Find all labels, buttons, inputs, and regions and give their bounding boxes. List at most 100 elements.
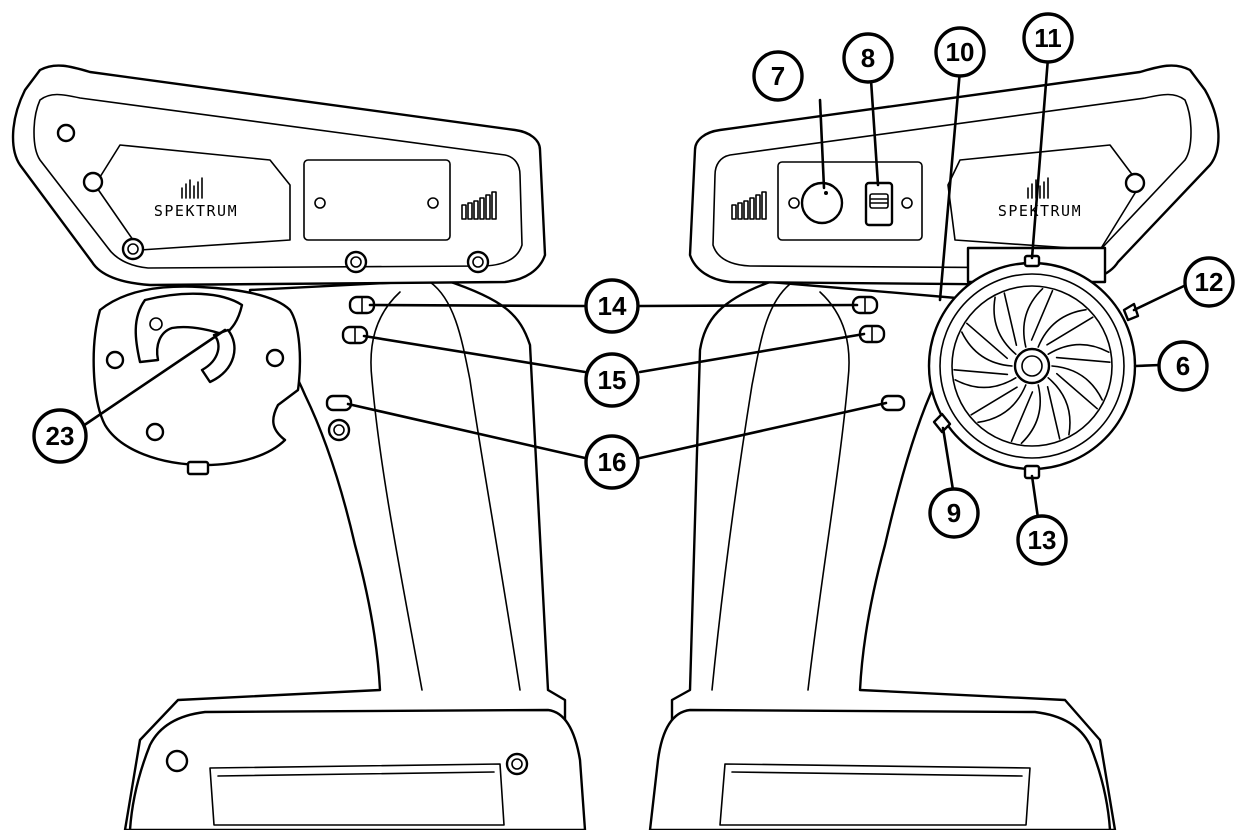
left-grip-contour-inner [370, 291, 423, 691]
aux-knob[interactable] [800, 181, 844, 225]
leader-16-right [638, 401, 888, 460]
callout-8: 8 [842, 32, 894, 84]
left-head-screw-1 [56, 123, 76, 143]
callout-15: 15 [584, 352, 640, 408]
left-head [11, 64, 547, 287]
steering-wheel-spoke [954, 377, 1017, 389]
left-round-button[interactable] [327, 418, 351, 442]
leader-14-right [638, 303, 859, 308]
steering-wheel-spoke-edge [966, 322, 1008, 360]
trigger-pivot-screw [149, 317, 163, 331]
leader-12 [1132, 283, 1188, 312]
steering-wheel-spoke [993, 296, 1017, 355]
right-signal-bars [731, 191, 767, 220]
callout-9: 9 [928, 487, 980, 539]
callout-10-label: 10 [946, 37, 975, 67]
steering-wheel-hub-inner [1021, 355, 1043, 377]
callout-15-label: 15 [598, 365, 627, 395]
left-grip-contour [429, 281, 521, 691]
steering-wheel-spoke-edge [1046, 386, 1061, 440]
steering-wheel-spoke [1047, 377, 1071, 436]
callout-11: 11 [1022, 12, 1074, 64]
callout-11-label: 11 [1034, 23, 1062, 53]
callout-10: 10 [934, 26, 986, 78]
left-base [128, 708, 587, 830]
steering-wheel-spoke [1020, 384, 1042, 445]
callout-13-label: 13 [1028, 525, 1057, 555]
right-grip-contour [711, 283, 791, 691]
leader-13 [1030, 474, 1040, 520]
callout-6: 6 [1157, 340, 1209, 392]
left-base-screw-2 [505, 752, 529, 776]
left-base-screw [165, 749, 189, 773]
left-cover-plate [303, 159, 451, 241]
leader-15-left [362, 334, 587, 374]
leader-15-right [638, 332, 866, 374]
leader-11 [1030, 56, 1050, 260]
right-grip-contour-inner [807, 291, 850, 691]
right-head-screw [1124, 172, 1146, 194]
steering-wheel-spoke-edge [1003, 292, 1018, 346]
left-head-rim [33, 93, 523, 269]
trigger-screw-a [105, 350, 125, 370]
left-head-screw-5-inner [472, 256, 484, 268]
left-head-screw-3 [121, 237, 145, 261]
right-transmitter-view: SPEKTRUM [648, 64, 1220, 830]
callout-14: 14 [584, 278, 640, 334]
steering-wheel-spoke [961, 331, 1013, 367]
leader-23 [78, 328, 227, 430]
left-head-screw-5 [466, 250, 490, 274]
left-button-16[interactable] [325, 394, 353, 412]
steering-wheel-hub-ring [951, 285, 1113, 447]
left-head-screw-4-inner [350, 256, 362, 268]
right-base-panel-inner [731, 771, 1023, 777]
leader-8 [869, 78, 880, 187]
knob-plate-screw-b [901, 197, 913, 209]
right-wheel-tab[interactable] [1122, 302, 1140, 322]
leader-lines [78, 56, 1188, 520]
left-head-screw-4 [344, 250, 368, 274]
left-base-panel-inner [217, 771, 495, 777]
leader-10 [938, 68, 962, 302]
right-control-plate [777, 161, 923, 241]
aux-switch-lever [869, 193, 889, 209]
steering-wheel-spoke-edge [1055, 356, 1111, 363]
callout-6-label: 6 [1176, 351, 1190, 381]
steering-wheel-spoke [977, 384, 1027, 424]
left-head-screw-2 [82, 171, 104, 193]
left-plate-screw-b [427, 197, 439, 209]
steering-wheel-spoke-edge [1010, 391, 1034, 443]
left-base-panel [209, 763, 505, 826]
right-brand-logo: SPEKTRUM [998, 202, 1082, 220]
steering-wheel-spoke [1047, 343, 1110, 355]
left-plate-screw-a [314, 197, 326, 209]
throttle-trigger [134, 292, 244, 364]
left-signal-bars [461, 191, 497, 220]
callout-23: 23 [32, 408, 88, 464]
steering-wheel-spoke-edge [1030, 289, 1054, 341]
callout-8-label: 8 [861, 43, 875, 73]
trigger-screw-b [265, 348, 285, 368]
steering-wheel-spoke-edge [1056, 372, 1098, 410]
left-round-button-inner [333, 424, 345, 436]
callout-7-label: 7 [771, 61, 785, 91]
callout-9-label: 9 [947, 498, 961, 528]
callout-7: 7 [752, 50, 804, 102]
callout-14-label: 14 [598, 291, 627, 321]
left-wheel-tab[interactable] [932, 412, 952, 434]
steering-wheel-spoke [1037, 308, 1087, 348]
leader-9 [941, 426, 955, 492]
steering-wheel-spoke-edge [970, 386, 1018, 416]
leader-6 [1133, 363, 1162, 368]
left-base-screw-2-inner [511, 758, 523, 770]
callout-16: 16 [584, 434, 640, 490]
right-base [648, 708, 1112, 830]
left-head-screw-3-inner [127, 243, 139, 255]
right-base-panel [719, 763, 1031, 826]
callout-12: 12 [1183, 256, 1235, 308]
callout-16-label: 16 [598, 447, 627, 477]
right-head-rim [712, 93, 1192, 269]
steering-wheel-spoke-edge [1046, 316, 1094, 346]
knob-plate-screw-a [788, 197, 800, 209]
